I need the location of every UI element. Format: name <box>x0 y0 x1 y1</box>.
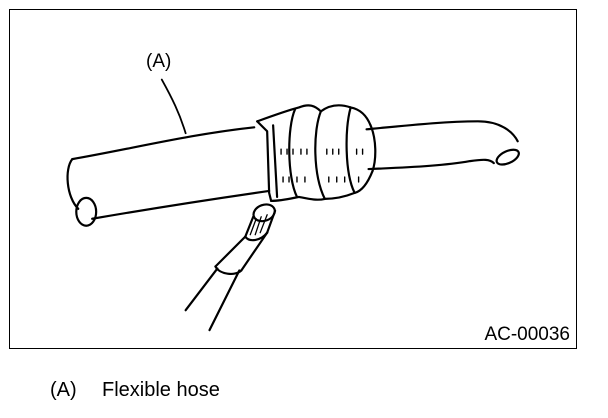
legend-text: Flexible hose <box>102 379 220 401</box>
flexible-hose-illustration <box>66 78 520 332</box>
hose-tube-left <box>66 126 271 227</box>
boot-tick-marks <box>280 148 364 183</box>
hose-tube-right <box>365 120 520 171</box>
legend-key: (A) <box>50 379 77 401</box>
callout-leader-line <box>160 78 187 135</box>
probe-tool <box>184 203 277 332</box>
corrugated-boot <box>256 104 377 202</box>
figure-code: AC-00036 <box>484 324 570 345</box>
callout-label-a: (A) <box>146 51 172 72</box>
figure-frame: (A) AC-00036 <box>9 9 577 349</box>
legend: (A) Flexible hose <box>50 380 220 400</box>
